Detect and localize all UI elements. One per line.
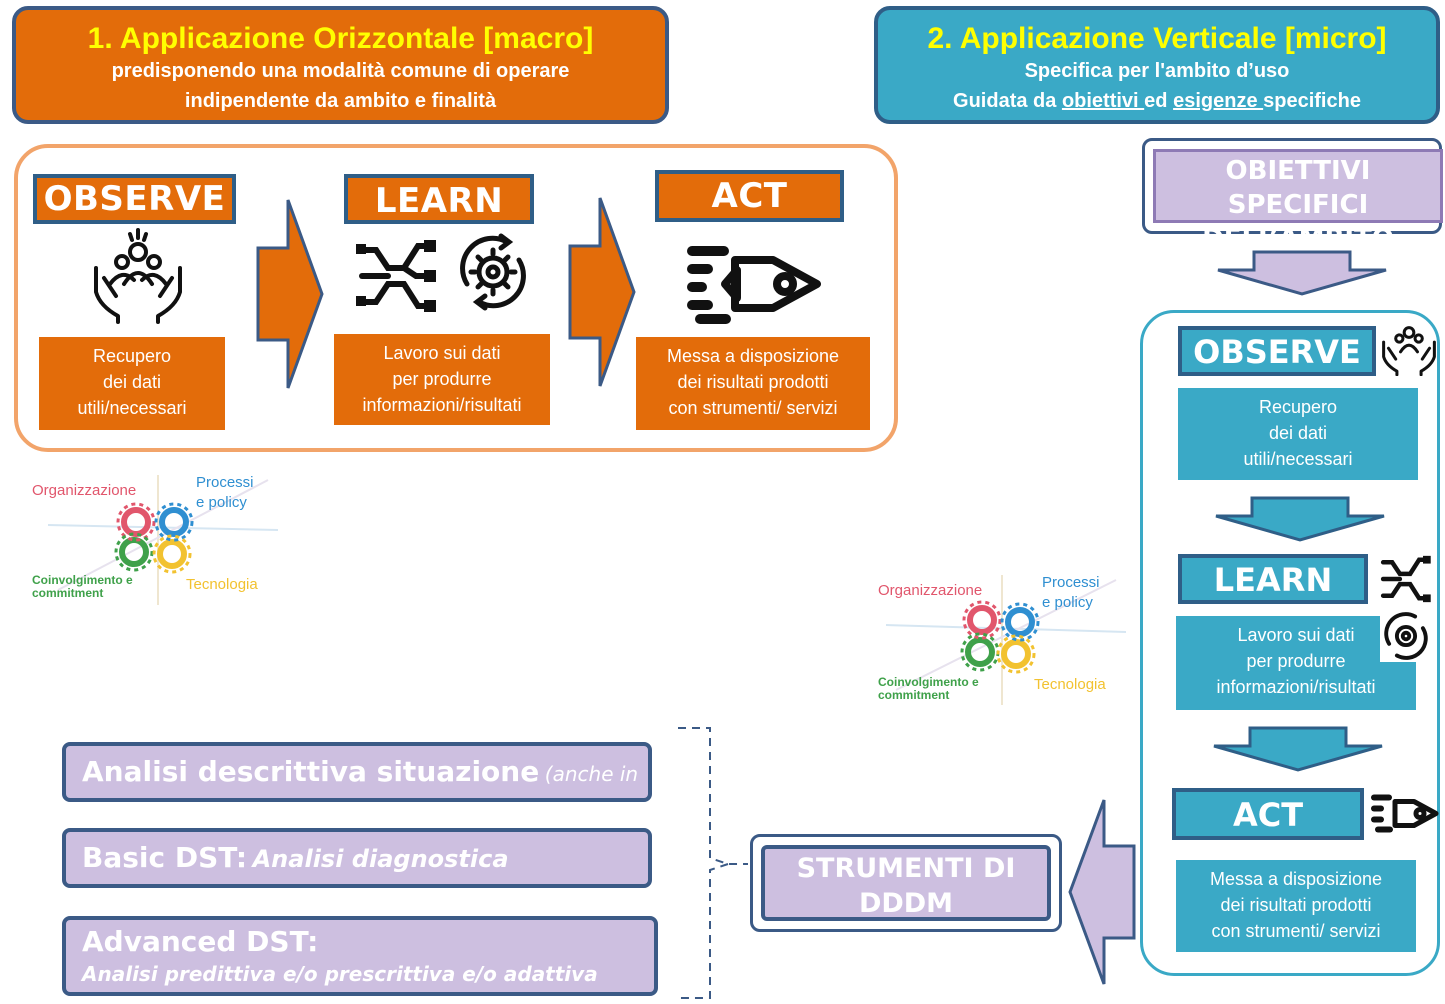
v-learn-label: LEARN — [1178, 554, 1368, 604]
h-learn-desc-2: per produrre — [392, 369, 492, 389]
gears-right-proc1: Processi — [1042, 574, 1100, 591]
h-act-desc-3: con strumenti/ servizi — [668, 398, 838, 418]
gears-diagram-left: Organizzazione Processi e policy Coinvol… — [28, 470, 288, 610]
gears-right-icon — [885, 575, 1127, 705]
gear-cycle-icon — [460, 233, 526, 311]
h-observe-label: OBSERVE — [33, 174, 236, 224]
v-learn-desc-1: Lavoro sui dati — [1237, 625, 1355, 645]
gears-left-proc1: Processi — [196, 474, 254, 491]
dst-item-basic-desc: Analisi diagnostica — [252, 845, 509, 873]
act-to-tools-arrow — [1068, 799, 1136, 985]
gears-left-proc2: e policy — [196, 494, 247, 511]
objectives-line2: DELL’AMBITO — [1202, 224, 1394, 254]
dst-item-advanced-main: Advanced DST: — [82, 925, 319, 958]
h-observe-desc-3: utili/necessari — [77, 398, 187, 418]
h-observe-desc-2: dei dati — [102, 372, 162, 392]
gears-right-coinv: Coinvolgimento e commitment — [878, 676, 979, 702]
horizontal-header-line1: predisponendo una modalità comune di ope… — [111, 60, 570, 82]
v-observe-desc-2: dei dati — [1268, 423, 1328, 443]
v-learn-desc: Lavoro sui dati per produrre informazion… — [1176, 616, 1416, 710]
v-act-desc: Messa a disposizione dei risultati prodo… — [1176, 860, 1416, 952]
dst-item-advanced: Advanced DST: Analisi predittiva e/o pre… — [62, 916, 658, 996]
gear-cycle-small-icon — [1380, 610, 1432, 662]
v-act-desc-1: Messa a disposizione — [1209, 869, 1383, 889]
hands-people-small-icon — [1382, 326, 1436, 376]
v-learn-desc-3: informazioni/risultati — [1216, 677, 1376, 697]
tools-box: STRUMENTI DI DDDM — [750, 834, 1062, 932]
vertical-header-needs: esigenze — [1173, 90, 1264, 112]
gears-diagram-right: Organizzazione Processi e policy Coinvol… — [876, 570, 1130, 710]
horizontal-application-header: 1. Applicazione Orizzontale [macro] pred… — [12, 6, 669, 124]
gears-left-org: Organizzazione — [32, 482, 137, 499]
vertical-cycle-frame — [1140, 310, 1440, 976]
observe-to-learn-down-arrow — [1215, 496, 1385, 542]
vertical-header-goals: obiettivi — [1061, 90, 1145, 112]
v-act-label: ACT — [1172, 788, 1364, 840]
gears-left-coinv: Coinvolgimento e commitment — [32, 574, 133, 600]
vertical-header-suffix: specifiche — [1263, 90, 1361, 112]
v-act-desc-2: dei risultati prodotti — [1220, 895, 1372, 915]
vertical-header-title: 2. Applicazione Verticale [micro] — [927, 22, 1387, 55]
horizontal-header-line2: indipendente da ambito e finalità — [184, 90, 497, 112]
dst-item-descriptive-main: Analisi descrittiva situazione — [82, 755, 540, 788]
vertical-header-line2: Guidata da obiettivi ed esigenze specifi… — [878, 86, 1436, 116]
gears-left-coinv2: commitment — [32, 586, 104, 600]
horizontal-header-title: 1. Applicazione Orizzontale [macro] — [87, 22, 594, 55]
v-observe-label: OBSERVE — [1178, 326, 1376, 376]
h-observe-desc: Recupero dei dati utili/necessari — [39, 337, 225, 430]
neural-network-icon — [356, 240, 436, 312]
h-learn-desc-3: informazioni/risultati — [362, 395, 522, 415]
dst-item-descriptive: Analisi descrittiva situazione (anche in… — [62, 742, 652, 840]
tools-inner: STRUMENTI DI DDDM — [761, 845, 1051, 921]
gears-right-tech: Tecnologia — [1034, 676, 1106, 693]
h-act-desc-1: Messa a disposizione — [666, 346, 840, 366]
neural-network-small-icon — [1380, 555, 1431, 603]
gears-left-coinv1: Coinvolgimento e — [32, 573, 133, 587]
h-learn-desc: Lavoro sui dati per produrre informazion… — [334, 334, 550, 425]
gears-right-proc2: e policy — [1042, 594, 1093, 611]
vertical-header-line1: Specifica per l'ambito d’uso — [1024, 60, 1290, 82]
v-learn-desc-2: per produrre — [1246, 651, 1346, 671]
v-observe-desc-1: Recupero — [1258, 397, 1338, 417]
h-act-desc-2: dei risultati prodotti — [677, 372, 829, 392]
vertical-application-header: 2. Applicazione Verticale [micro] Specif… — [874, 6, 1440, 124]
dst-item-basic: Basic DST: Analisi diagnostica — [62, 828, 652, 888]
h-act-desc: Messa a disposizione dei risultati prodo… — [636, 337, 870, 430]
vertical-header-mid: ed — [1144, 90, 1174, 112]
rocket-small-icon — [1371, 794, 1439, 833]
vertical-header-prefix: Guidata da — [953, 90, 1062, 112]
gears-right-coinv1: Coinvolgimento e — [878, 675, 979, 689]
horizontal-cycle-frame — [14, 144, 898, 452]
objectives-down-arrow — [1217, 250, 1387, 296]
hands-people-icon — [94, 228, 182, 324]
v-observe-desc: Recupero dei dati utili/necessari — [1178, 388, 1418, 480]
dst-bracket — [678, 727, 748, 999]
dst-item-basic-main: Basic DST: — [82, 841, 248, 874]
v-observe-desc-3: utili/necessari — [1243, 449, 1353, 469]
learn-to-act-arrow — [568, 197, 636, 387]
objectives-line1: OBIETTIVI SPECIFICI — [1225, 156, 1371, 220]
v-act-desc-3: con strumenti/ servizi — [1211, 921, 1381, 941]
tools-line2: DDDM — [858, 888, 954, 919]
h-learn-desc-1: Lavoro sui dati — [383, 343, 501, 363]
h-learn-label: LEARN — [344, 174, 534, 224]
gears-left-icon — [47, 475, 279, 605]
observe-to-learn-arrow — [256, 199, 324, 389]
dst-item-advanced-desc: Analisi predittiva e/o prescrittiva e/o … — [82, 962, 598, 986]
learn-to-act-down-arrow — [1213, 726, 1383, 772]
objectives-inner: OBIETTIVI SPECIFICI DELL’AMBITO — [1153, 149, 1443, 254]
gears-right-coinv2: commitment — [878, 688, 950, 702]
rocket-icon — [687, 246, 821, 324]
h-act-label: ACT — [655, 170, 844, 222]
h-observe-desc-1: Recupero — [92, 346, 172, 366]
gears-left-tech: Tecnologia — [186, 576, 258, 593]
objectives-box: OBIETTIVI SPECIFICI DELL’AMBITO — [1142, 138, 1443, 254]
gears-right-org: Organizzazione — [878, 582, 983, 599]
tools-line1: STRUMENTI DI — [796, 853, 1016, 884]
